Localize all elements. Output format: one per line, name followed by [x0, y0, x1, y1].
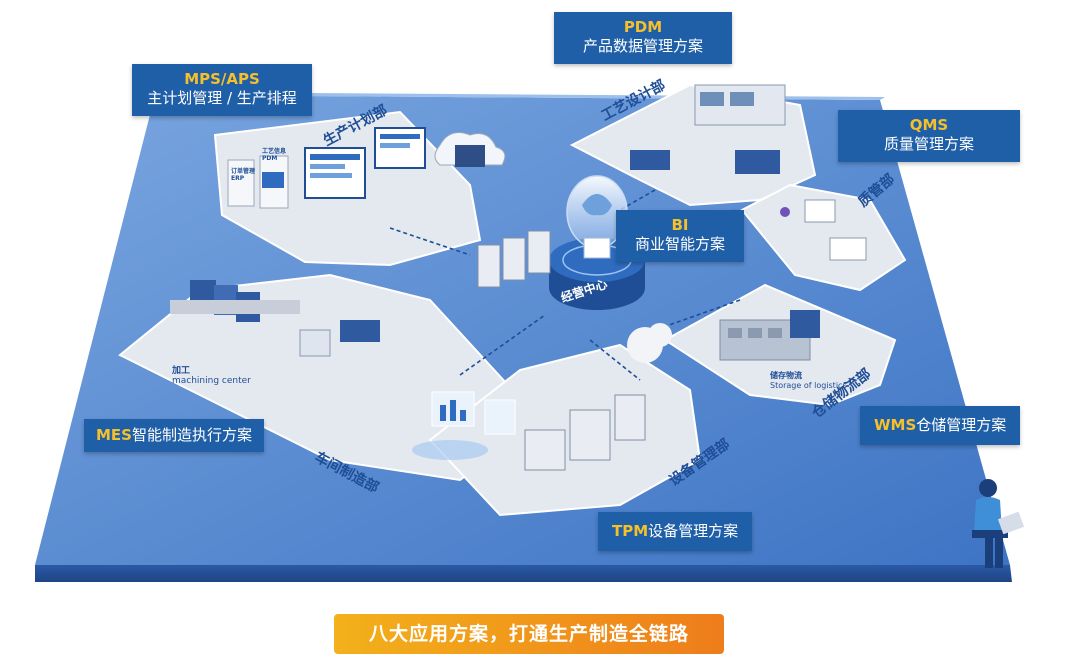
pdm-code: PDM — [623, 18, 663, 36]
bi-name: 商业智能方案 — [634, 234, 725, 253]
person-with-laptop — [972, 479, 1025, 568]
workshop-machines — [170, 280, 380, 357]
operations-center — [549, 175, 645, 310]
summary-banner: 八大应用方案，打通生产制造全链路 — [334, 614, 724, 654]
quality-lab — [780, 199, 867, 261]
tpm-name: 设备管理方案 — [648, 522, 739, 540]
wms-callout[interactable]: WMS仓储管理方案 — [860, 406, 1021, 445]
mes-callout[interactable]: MES智能制造执行方案 — [84, 419, 264, 452]
wms-code: WMS — [874, 416, 917, 434]
analytics-screens — [412, 391, 516, 460]
mes-name: 智能制造执行方案 — [131, 426, 252, 444]
bi-callout[interactable]: BI 商业智能方案 — [616, 210, 744, 262]
qms-name: 质量管理方案 — [883, 134, 974, 153]
mps-name: 主计划管理 / 生产排程 — [147, 88, 297, 107]
server-racks — [477, 230, 551, 288]
bi-code: BI — [671, 216, 689, 234]
warehouse-shelves — [719, 310, 820, 361]
planning-boards — [227, 127, 506, 209]
tpm-callout[interactable]: TPM设备管理方案 — [598, 512, 753, 551]
qms-code: QMS — [909, 116, 949, 134]
mes-code: MES — [96, 426, 132, 444]
mps-aps-callout[interactable]: MPS/APS 主计划管理 / 生产排程 — [132, 64, 312, 116]
mps-code: MPS/APS — [184, 70, 260, 88]
tpm-code: TPM — [612, 522, 649, 540]
pdm-callout[interactable]: PDM 产品数据管理方案 — [554, 12, 732, 64]
design-desks — [630, 84, 786, 174]
pdm-name: 产品数据管理方案 — [582, 36, 703, 55]
qms-callout[interactable]: QMS 质量管理方案 — [838, 110, 1020, 162]
wms-name: 仓储管理方案 — [916, 416, 1007, 434]
equipment-machines — [524, 323, 672, 471]
